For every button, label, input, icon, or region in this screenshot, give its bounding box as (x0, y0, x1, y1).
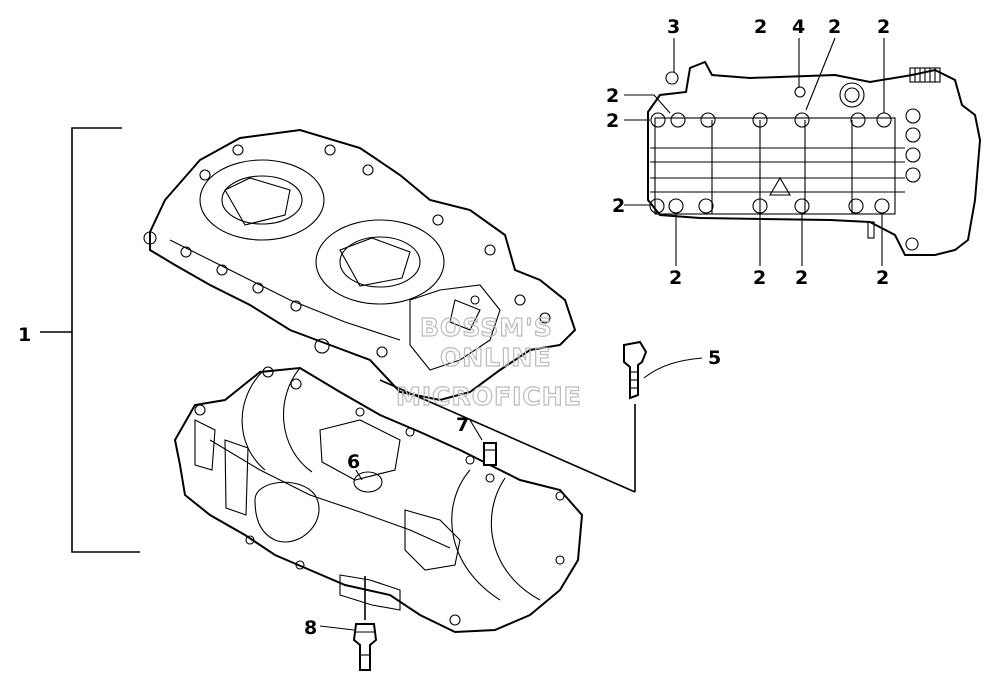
callout-2: 2 (606, 110, 619, 132)
watermark-line-3: MICROFICHE (396, 382, 582, 411)
watermark-line-2: ONLINE (440, 343, 551, 372)
callout-2: 2 (828, 16, 841, 38)
callout-2: 2 (876, 267, 889, 289)
callout-1: 1 (18, 324, 31, 346)
drain-fitting-part (352, 576, 378, 671)
callout-6: 6 (347, 451, 360, 473)
callout-2: 2 (606, 85, 619, 107)
callout-5: 5 (708, 347, 721, 369)
watermark: BOSSM'S ONLINE MICROFICHE (395, 312, 582, 411)
upper-crankcase (143, 128, 577, 402)
watermark-line-1: BOSSM'S (420, 313, 553, 342)
callout-7: 7 (456, 414, 469, 436)
leader-lines (319, 37, 885, 631)
callout-2: 2 (612, 195, 625, 217)
callout-2: 2 (753, 267, 766, 289)
callout-2: 2 (754, 16, 767, 38)
callout-4: 4 (792, 16, 805, 38)
callout-3: 3 (667, 16, 680, 38)
dowel-part (469, 419, 497, 466)
callout-labels: 1 3 2 4 2 2 2 2 2 2 2 2 2 5 7 6 8 (18, 16, 890, 639)
callout-8: 8 (304, 617, 317, 639)
callout-2: 2 (669, 267, 682, 289)
bolt-part (379, 340, 703, 493)
callout-2: 2 (795, 267, 808, 289)
callout-2: 2 (877, 16, 890, 38)
inset-top-view (647, 60, 982, 256)
lower-crankcase (173, 366, 584, 634)
assembly-bracket (40, 127, 140, 553)
